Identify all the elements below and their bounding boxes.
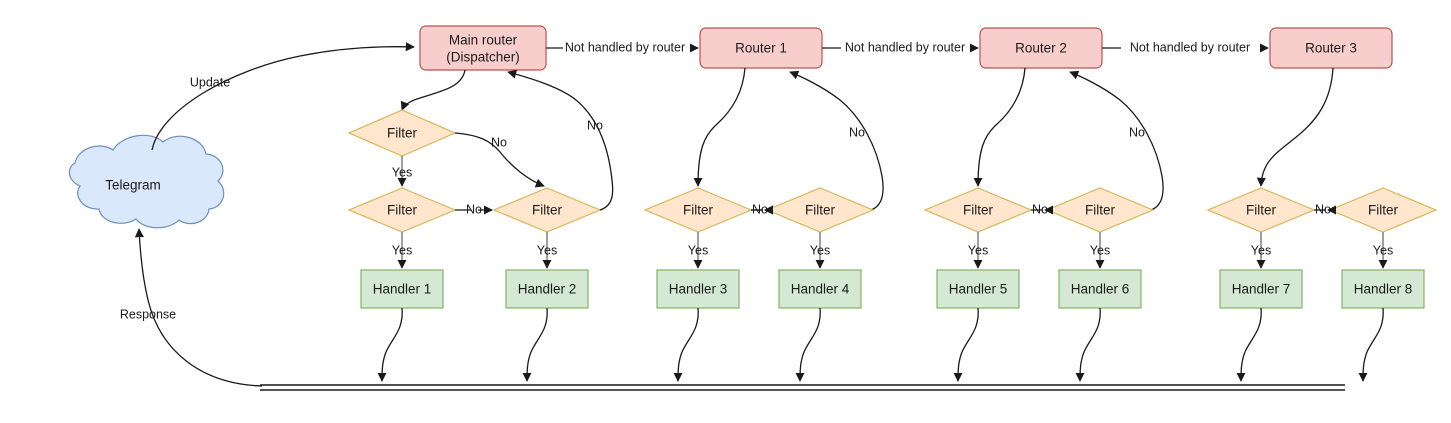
- filter-node-7[interactable]: Filter: [1206, 187, 1316, 233]
- edge-filter2-no-to-main: [507, 69, 614, 211]
- edge-label-yes-0: Yes: [392, 165, 412, 179]
- filter-node-0[interactable]: Filter: [347, 109, 457, 157]
- edge-filter0-no: [454, 132, 545, 188]
- router-node-2[interactable]: Router 2: [979, 27, 1103, 69]
- edge-label-no-0: No: [491, 135, 507, 149]
- edge-handler7-to-bar: [1236, 307, 1262, 382]
- handler-node-3[interactable]: Handler 3: [656, 269, 740, 309]
- edge-handler6-to-bar: [1075, 307, 1101, 382]
- handler-2-label: Handler 2: [518, 282, 577, 297]
- handler-6-label: Handler 6: [1071, 282, 1130, 297]
- filter-1-label: Filter: [387, 203, 418, 218]
- edge-label-no-2: No: [587, 118, 603, 132]
- handler-node-1[interactable]: Handler 1: [360, 269, 444, 309]
- edge-router3-to-filter-7: [1256, 67, 1334, 187]
- filter-node-1[interactable]: Filter: [347, 187, 457, 233]
- handler-5-label: Handler 5: [949, 282, 1008, 297]
- edge-router2-to-filter-5: [973, 67, 1026, 187]
- edge-label-yes-8: Yes: [1373, 243, 1393, 257]
- cloud-label: Telegram: [105, 178, 161, 193]
- edge-label-yes-3: Yes: [688, 243, 708, 257]
- filter-node-3[interactable]: Filter: [643, 187, 753, 233]
- edge-main-to-filter-0: [400, 69, 466, 111]
- handler-8-label: Handler 8: [1354, 282, 1413, 297]
- filter-5-label: Filter: [963, 203, 994, 218]
- edge-label-yes-4: Yes: [810, 243, 830, 257]
- filter-node-8[interactable]: Filter: [1328, 187, 1438, 233]
- filter-2-label: Filter: [532, 203, 563, 218]
- edge-label-response: Response: [120, 307, 176, 321]
- handler-node-7[interactable]: Handler 7: [1219, 269, 1303, 309]
- router-3-label: Router 3: [1305, 41, 1357, 56]
- filter-node-2[interactable]: Filter: [492, 187, 602, 233]
- edge-router1-to-filter-3: [693, 67, 746, 187]
- router-main-label-line1: Main router: [449, 33, 518, 48]
- edge-label-no-6: No: [1032, 202, 1048, 216]
- handler-node-4[interactable]: Handler 4: [778, 269, 862, 309]
- router-node-1[interactable]: Router 1: [699, 27, 823, 69]
- edge-update: [151, 42, 415, 151]
- cloud-shape: [68, 134, 225, 229]
- handler-4-box: [778, 269, 862, 309]
- handler-3-label: Handler 3: [669, 282, 728, 297]
- edge-label-not-handled-1: Not handled by router: [565, 40, 685, 54]
- edge-handler2-to-bar: [522, 307, 548, 382]
- filter-0-label: Filter: [387, 126, 418, 141]
- edge-label-no-4: No: [752, 202, 768, 216]
- filter-3-label: Filter: [683, 203, 714, 218]
- handler-4-label: Handler 4: [791, 282, 850, 297]
- handler-node-8[interactable]: Handler 8: [1341, 269, 1425, 309]
- router-1-label: Router 1: [735, 41, 787, 56]
- handler-8-box: [1341, 269, 1425, 309]
- edge-label-not-handled-3: Not handled by router: [1130, 40, 1250, 54]
- filter-8-label: Filter: [1368, 203, 1399, 218]
- edge-label-yes-2: Yes: [537, 243, 557, 257]
- filter-node-4[interactable]: Filter: [765, 187, 875, 233]
- handler-node-5[interactable]: Handler 5: [936, 269, 1020, 309]
- edge-label-no-7: No: [1315, 202, 1331, 216]
- edge-label-no-3: No: [849, 125, 865, 139]
- filter-node-6[interactable]: Filter: [1045, 187, 1155, 233]
- edge-handler1-to-bar: [377, 307, 403, 382]
- edge-handler4-to-bar: [795, 307, 821, 382]
- handler-6-box: [1058, 269, 1142, 309]
- edge-handler8-to-bar: [1358, 307, 1384, 382]
- filter-4-label: Filter: [805, 203, 836, 218]
- telegram-cloud-node[interactable]: Telegram: [68, 134, 225, 229]
- handler-1-label: Handler 1: [373, 282, 432, 297]
- edge-response: [134, 228, 263, 387]
- filter-7-label: Filter: [1246, 203, 1277, 218]
- edge-filter6-no-to-router2: [1069, 70, 1164, 211]
- handler-3-box: [656, 269, 740, 309]
- handler-7-box: [1219, 269, 1303, 309]
- handler-5-box: [936, 269, 1020, 309]
- edge-filter4-no-to-router1: [789, 70, 884, 211]
- handler-node-6[interactable]: Handler 6: [1058, 269, 1142, 309]
- edge-handler3-to-bar: [673, 307, 699, 382]
- filter-node-5[interactable]: Filter: [923, 187, 1033, 233]
- filter-6-label: Filter: [1085, 203, 1116, 218]
- edge-handler5-to-bar: [953, 307, 979, 382]
- edge-label-update: Update: [190, 75, 230, 89]
- router-node-main[interactable]: Main router (Dispatcher): [419, 25, 547, 71]
- handler-node-2[interactable]: Handler 2: [505, 269, 589, 309]
- handler-7-label: Handler 7: [1232, 282, 1291, 297]
- edge-label-not-handled-2: Not handled by router: [845, 40, 965, 54]
- router-main-label-line2: (Dispatcher): [446, 50, 520, 65]
- edge-label-no-1: No: [466, 202, 482, 216]
- edge-label-yes-6: Yes: [1090, 243, 1110, 257]
- edge-label-no-5: No: [1129, 125, 1145, 139]
- edge-label-yes-5: Yes: [968, 243, 988, 257]
- router-node-3[interactable]: Router 3: [1269, 27, 1393, 69]
- edge-label-yes-7: Yes: [1251, 243, 1271, 257]
- edge-label-yes-1: Yes: [392, 243, 412, 257]
- router-2-label: Router 2: [1015, 41, 1067, 56]
